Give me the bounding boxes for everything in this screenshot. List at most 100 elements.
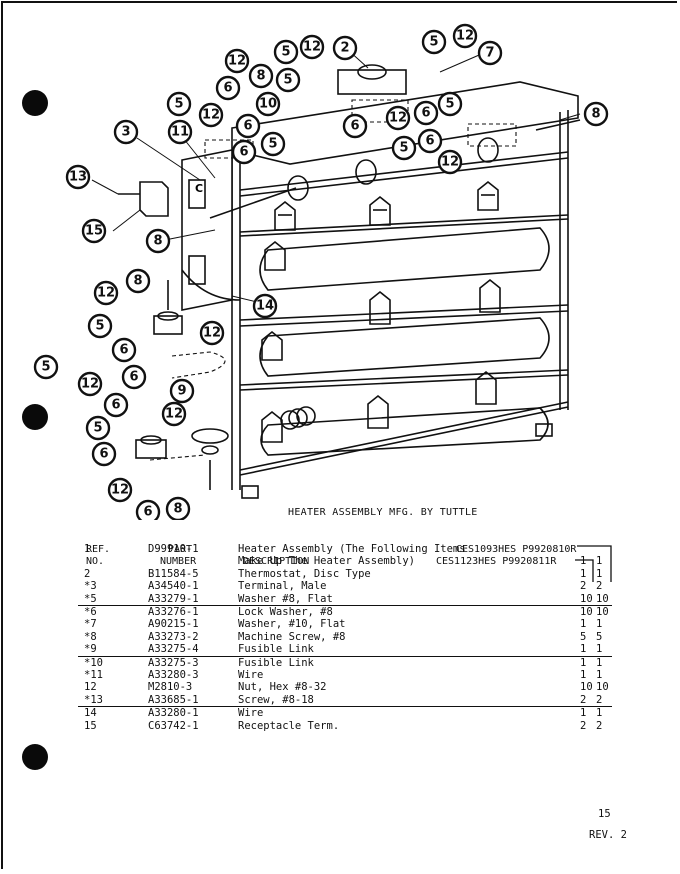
- qty-model-2: 1: [596, 669, 603, 682]
- ref-number: [78, 555, 148, 567]
- ref-number: 12: [84, 681, 97, 694]
- qty-model-2: 10: [596, 681, 609, 694]
- part-description: Fusible Link: [238, 643, 314, 656]
- binder-hole-top: [22, 90, 48, 116]
- svg-text:12: 12: [202, 108, 220, 123]
- ref-number: 2: [84, 567, 91, 580]
- callout: 12: [93, 280, 119, 306]
- qty-model-2: 1: [596, 618, 603, 631]
- part-description: Make Up The Heater Assembly): [238, 555, 416, 568]
- callout: 12: [198, 102, 224, 128]
- callout: 12: [224, 48, 250, 74]
- part-description: Washer #8, Flat: [238, 592, 333, 605]
- callout: 7: [477, 40, 503, 66]
- qty-model-2: 2: [596, 580, 603, 593]
- part-description: Wire: [238, 669, 264, 682]
- qty-model-2: 5: [596, 630, 603, 643]
- qty-model-2: 10: [596, 605, 612, 619]
- svg-text:5: 5: [95, 319, 104, 334]
- svg-text:12: 12: [441, 155, 459, 170]
- part-number: A33280-3: [148, 669, 199, 682]
- callout: 6: [235, 113, 261, 139]
- callout: 5: [260, 131, 286, 157]
- callout: 6: [135, 499, 161, 520]
- description-header: DESCRIPTION: [243, 556, 310, 567]
- callout: 12: [452, 23, 478, 49]
- heater-frame: [118, 64, 581, 499]
- svg-text:5: 5: [93, 421, 102, 436]
- svg-text:6: 6: [239, 145, 248, 160]
- part-number-header: PART NUMBER: [160, 544, 197, 567]
- part-description: Wire: [238, 706, 580, 720]
- callout: 15: [81, 218, 107, 244]
- svg-text:8: 8: [256, 69, 265, 84]
- svg-text:2: 2: [340, 41, 349, 56]
- callout: 6: [342, 113, 368, 139]
- part-description: Receptacle Term.: [238, 719, 340, 732]
- ref-number: *11: [84, 669, 103, 682]
- svg-text:6: 6: [350, 119, 359, 134]
- part-number: A33275-4: [148, 643, 199, 656]
- svg-text:8: 8: [173, 502, 182, 517]
- qty-model-2: 1: [596, 567, 603, 580]
- panel-label: C: [195, 182, 203, 195]
- svg-text:6: 6: [143, 505, 152, 520]
- qty-model-2: 10: [596, 592, 609, 605]
- part-description: Machine Screw, #8: [238, 630, 346, 643]
- part-description: Heater Assembly (The Following Items: [238, 543, 466, 555]
- part-description: Washer, #10, Flat: [238, 618, 346, 631]
- svg-text:10: 10: [259, 97, 277, 112]
- callout: 5: [275, 67, 301, 93]
- callout: 9: [169, 378, 195, 404]
- qty-model-2: 2: [596, 693, 603, 706]
- callout: 6: [413, 100, 439, 126]
- part-number: C63742-1: [148, 719, 199, 732]
- ref-number: *10: [78, 655, 148, 670]
- model-1-header: CES1093HES P9920810R: [456, 544, 577, 555]
- svg-text:14: 14: [256, 299, 274, 314]
- part-description: Terminal, Male: [238, 580, 327, 593]
- qty-model-1: 1: [580, 643, 587, 656]
- callout: 5: [87, 313, 113, 339]
- svg-text:7: 7: [485, 46, 494, 61]
- svg-text:13: 13: [69, 170, 87, 185]
- ref-number: *7: [84, 618, 97, 631]
- ref-number: *5: [84, 592, 97, 605]
- part-number: A33685-1: [148, 693, 199, 706]
- svg-text:5: 5: [429, 35, 438, 50]
- callout: 5: [166, 91, 192, 117]
- qty-model-1: 10: [580, 681, 593, 694]
- callout: 5: [273, 39, 299, 65]
- callout: 8: [165, 496, 191, 520]
- qty-model-1: 10: [580, 592, 593, 605]
- svg-text:6: 6: [223, 81, 232, 96]
- callout: 5: [391, 135, 417, 161]
- svg-text:5: 5: [283, 73, 292, 88]
- part-number: A33280-1: [148, 706, 238, 720]
- qty-model-1: 2: [580, 580, 587, 593]
- qty-model-2: [596, 543, 612, 555]
- callout: 12: [385, 105, 411, 131]
- svg-text:5: 5: [174, 97, 183, 112]
- svg-text:8: 8: [133, 274, 142, 289]
- qty-model-1: 1: [580, 567, 587, 580]
- svg-text:5: 5: [399, 141, 408, 156]
- ref-number: 15: [84, 719, 97, 732]
- callout: 5: [437, 91, 463, 117]
- callout: 8: [583, 101, 609, 127]
- callout: 6: [111, 337, 137, 363]
- svg-text:6: 6: [99, 447, 108, 462]
- ref-header: REF. NO.: [86, 544, 111, 567]
- part-description: Nut, Hex #8-32: [238, 681, 327, 694]
- svg-text:6: 6: [425, 134, 434, 149]
